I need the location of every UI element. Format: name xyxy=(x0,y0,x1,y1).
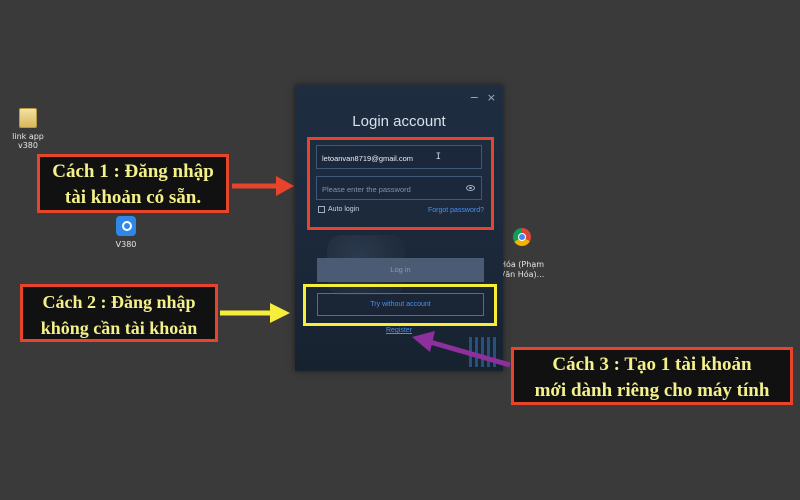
register-link[interactable]: Register xyxy=(385,327,413,334)
desktop-icon-label: V380 xyxy=(115,240,137,249)
desktop-icon-chrome-profile[interactable]: Hóa (Phạm Văn Hóa)... xyxy=(496,218,548,280)
text-cursor-icon: I xyxy=(435,152,441,162)
email-input[interactable] xyxy=(317,147,481,170)
callout-method-1: Cách 1 : Đăng nhập tài khoản có sẵn. xyxy=(37,154,229,213)
forgot-password-link[interactable]: Forgot password? xyxy=(427,207,484,214)
password-field[interactable] xyxy=(316,176,482,201)
callout-method-3: Cách 3 : Tạo 1 tài khoản mới dành riêng … xyxy=(511,347,793,405)
close-icon[interactable]: × xyxy=(486,91,496,104)
arrow-method-2 xyxy=(220,303,290,323)
login-options-row: Auto login Forgot password? xyxy=(318,206,484,218)
folder-icon xyxy=(19,108,37,128)
highlight-try-without-account xyxy=(303,284,497,326)
desktop-icon-label: link app v380 xyxy=(12,132,44,150)
password-input[interactable] xyxy=(317,178,481,201)
callout-method-2: Cách 2 : Đăng nhập không cần tài khoản xyxy=(20,284,218,342)
eye-icon[interactable] xyxy=(466,185,475,191)
desktop-icon-v380[interactable]: V380 xyxy=(108,216,144,249)
desktop-icon-label: Hóa (Phạm Văn Hóa)... xyxy=(499,260,545,279)
email-field[interactable]: I xyxy=(316,145,482,170)
arrow-method-3 xyxy=(412,331,511,368)
minimize-icon[interactable]: − xyxy=(469,91,479,104)
login-button[interactable]: Log in xyxy=(317,258,484,282)
desktop-icon-link-app-v380[interactable]: link app v380 xyxy=(2,108,54,150)
auto-login-checkbox[interactable] xyxy=(318,206,325,213)
highlight-login-fields xyxy=(307,137,494,230)
login-title: Login account xyxy=(352,113,446,130)
v380-app-icon xyxy=(116,216,136,236)
chrome-icon xyxy=(513,228,531,246)
try-without-account-button[interactable]: Try without account xyxy=(317,293,484,316)
auto-login-label[interactable]: Auto login xyxy=(328,206,360,213)
arrow-method-1 xyxy=(232,176,294,196)
